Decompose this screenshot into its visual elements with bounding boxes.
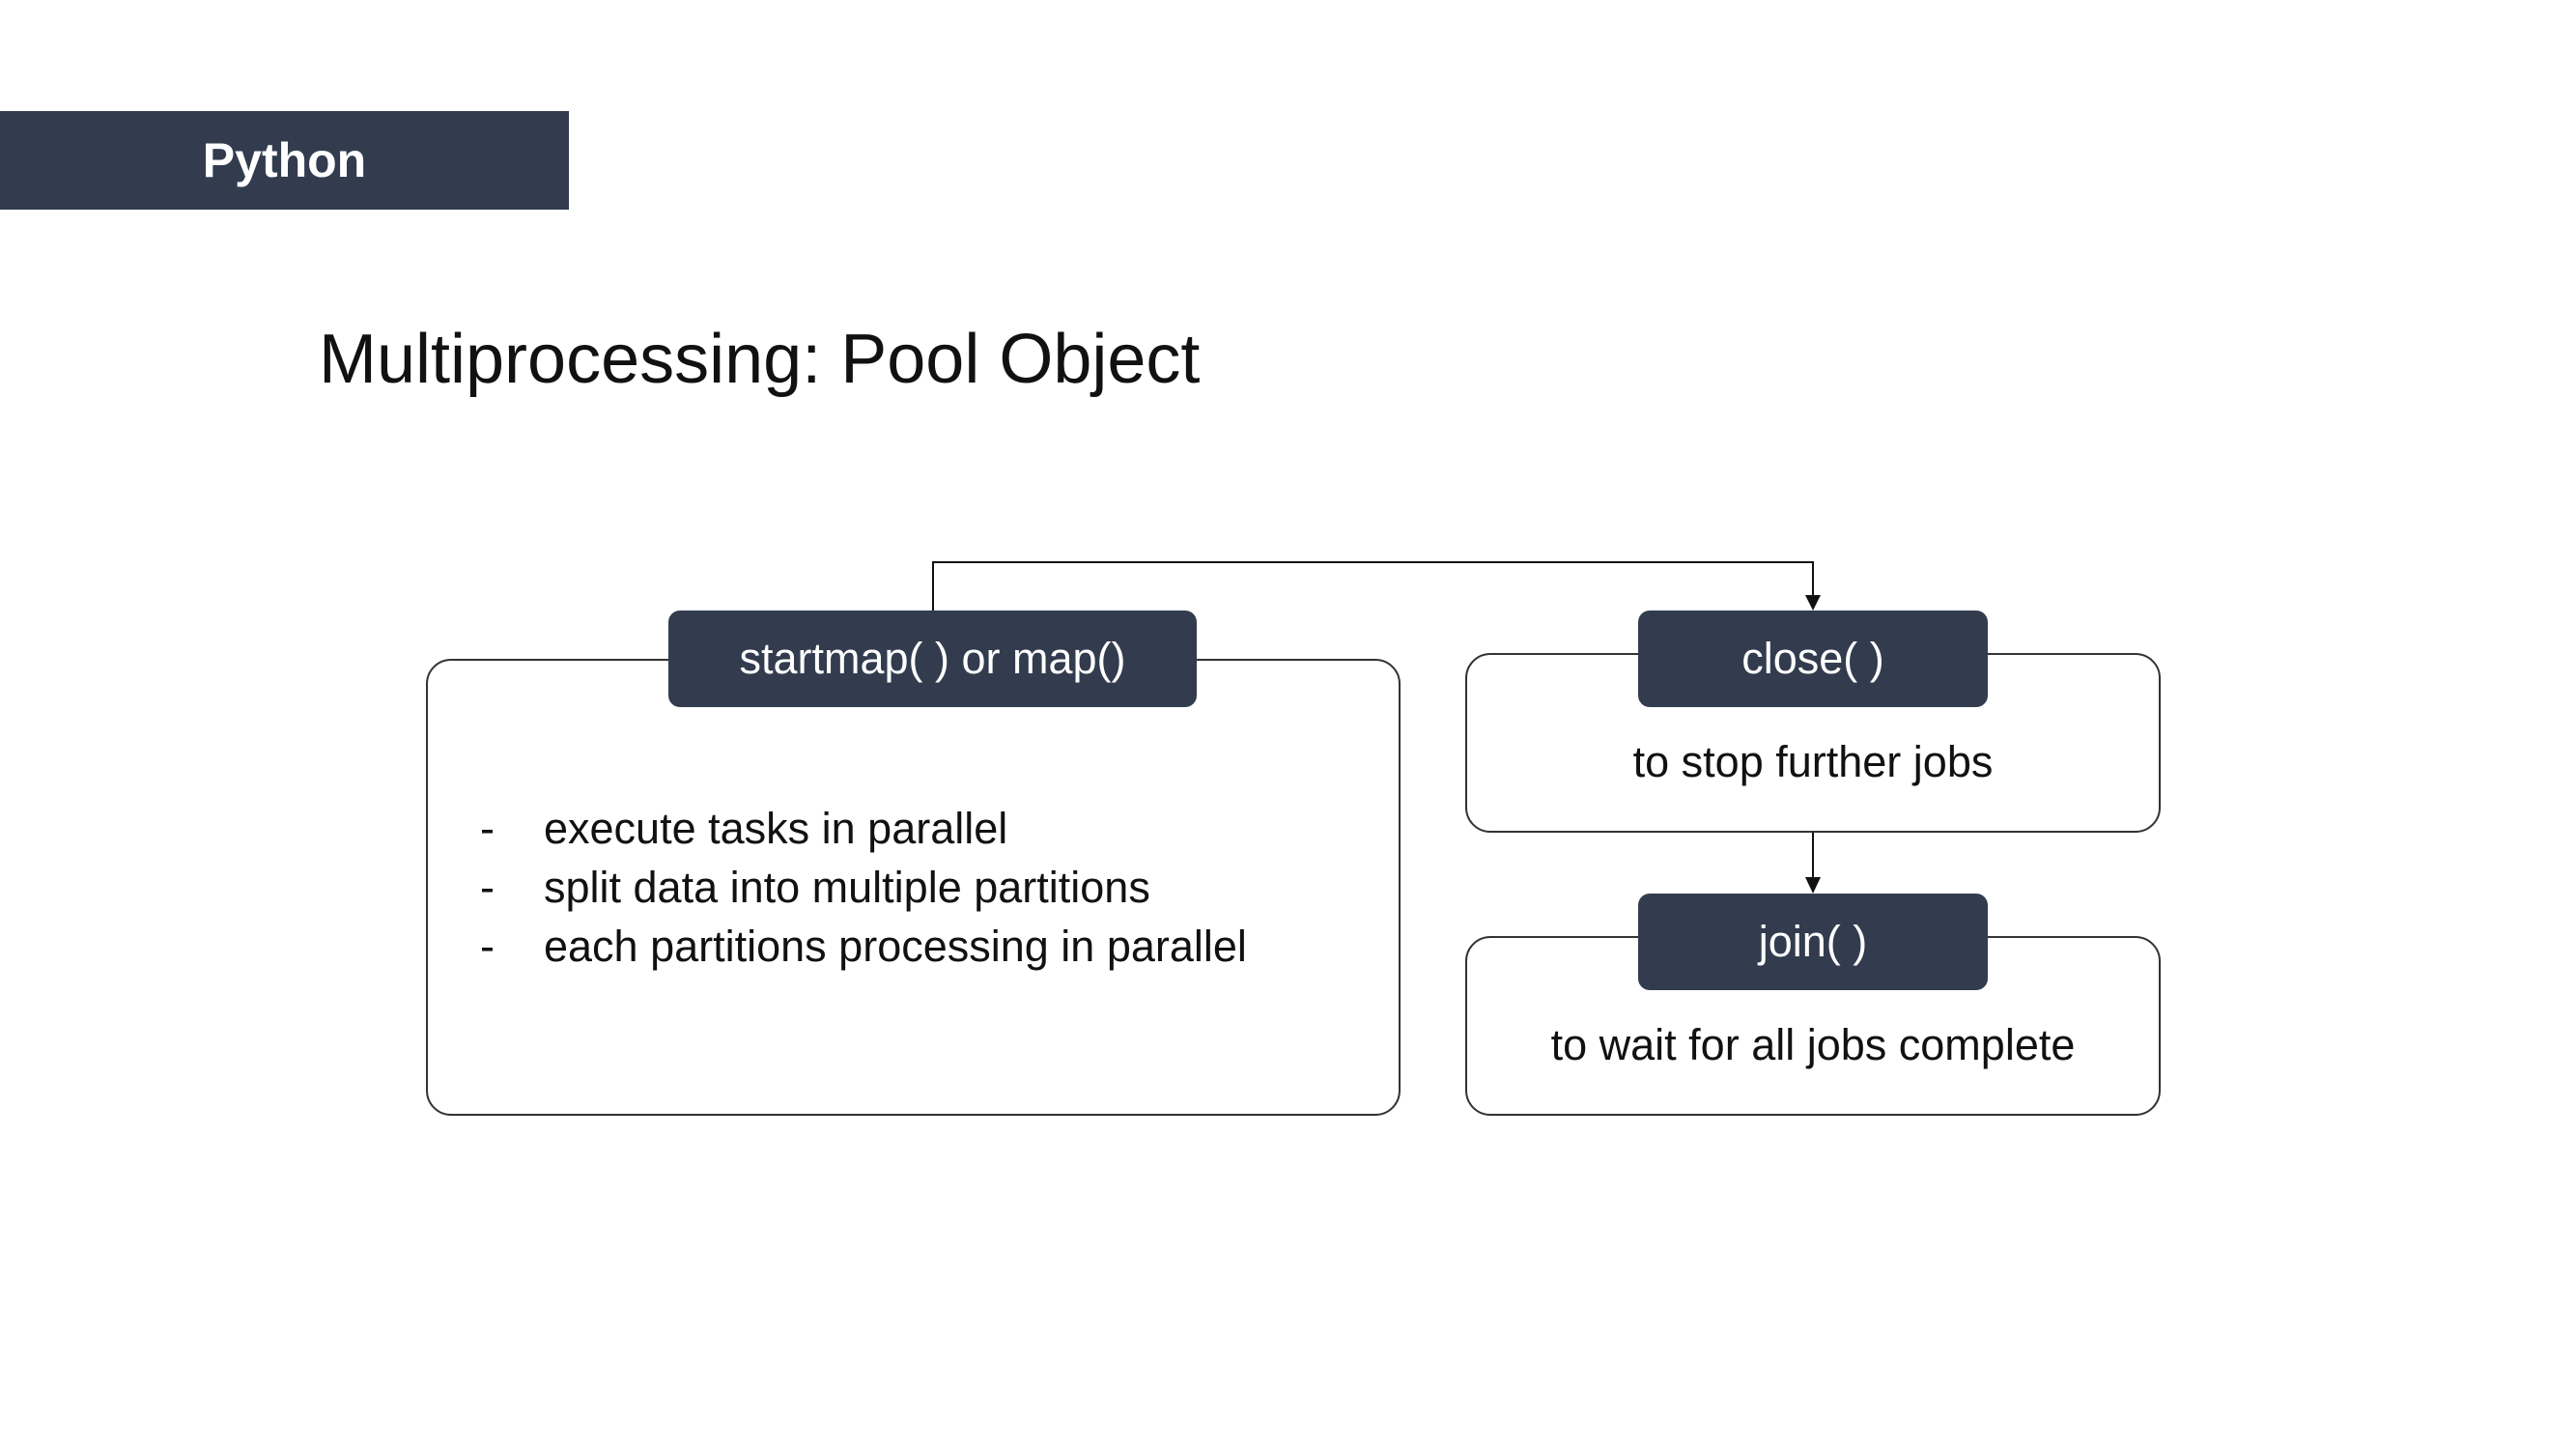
join-description: to wait for all jobs complete: [1550, 1020, 2076, 1069]
map-to-close-connector: [932, 561, 1814, 611]
bullet-text: each partitions processing in parallel: [544, 922, 1247, 971]
list-item: - split data into multiple partitions: [480, 858, 1247, 917]
section-tag: Python: [0, 111, 569, 210]
join-header: join( ): [1638, 894, 1988, 990]
close-description: to stop further jobs: [1632, 737, 1994, 786]
bullet-marker: -: [480, 922, 495, 971]
close-header: close( ): [1638, 611, 1988, 707]
map-to-close-arrowhead: [1805, 595, 1821, 611]
close-header-label: close( ): [1741, 634, 1884, 683]
list-item: - execute tasks in parallel: [480, 799, 1247, 858]
map-header-label: startmap( ) or map(): [739, 634, 1126, 683]
list-item: - each partitions processing in parallel: [480, 917, 1247, 976]
bullet-text: split data into multiple partitions: [544, 863, 1150, 912]
section-tag-label: Python: [202, 133, 367, 187]
bullet-text: execute tasks in parallel: [544, 804, 1008, 853]
join-header-label: join( ): [1758, 917, 1868, 966]
map-header: startmap( ) or map(): [668, 611, 1197, 707]
bullet-marker: -: [480, 863, 495, 912]
bullet-marker: -: [480, 804, 495, 853]
slide-title: Multiprocessing: Pool Object: [319, 321, 1201, 398]
close-to-join-arrowhead: [1805, 877, 1821, 894]
map-bullet-list: - execute tasks in parallel - split data…: [480, 799, 1247, 976]
